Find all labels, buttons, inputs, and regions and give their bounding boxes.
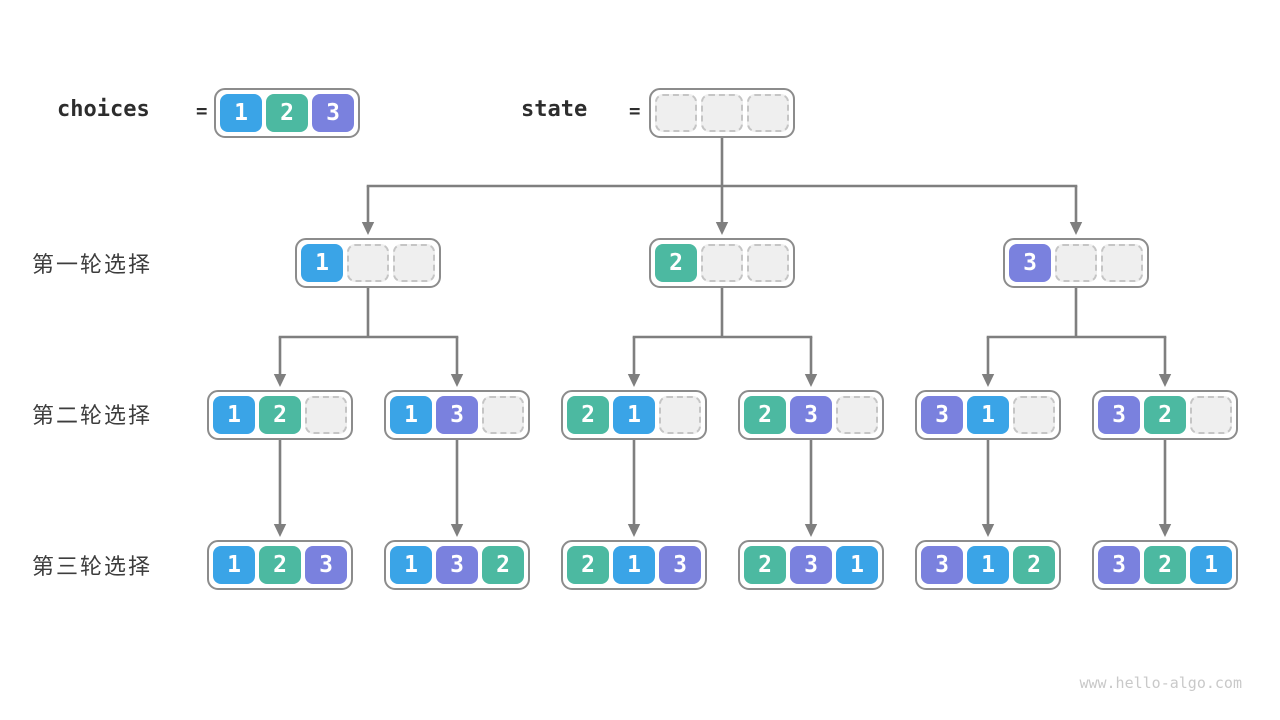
array-cell-1: 1 xyxy=(613,396,655,434)
state-array-round1-2: 3 xyxy=(1003,238,1149,288)
array-cell-3: 3 xyxy=(305,546,347,584)
state-array-root xyxy=(649,88,795,138)
array-cell-empty xyxy=(655,94,697,132)
array-cell-2: 2 xyxy=(655,244,697,282)
array-cell-3: 3 xyxy=(312,94,354,132)
arrowhead-icon xyxy=(627,524,641,537)
array-cell-2: 2 xyxy=(1013,546,1055,584)
array-cell-empty xyxy=(836,396,878,434)
arrowhead-icon xyxy=(273,524,287,537)
array-cell-3: 3 xyxy=(436,546,478,584)
array-cell-1: 1 xyxy=(390,546,432,584)
state-equals-sign: = xyxy=(629,100,641,122)
row-label-round-3: 第三轮选择 xyxy=(32,554,153,579)
array-cell-empty xyxy=(701,244,743,282)
arrowhead-icon xyxy=(361,222,375,235)
array-cell-empty xyxy=(1055,244,1097,282)
array-cell-2: 2 xyxy=(1144,396,1186,434)
array-cell-2: 2 xyxy=(259,546,301,584)
array-cell-2: 2 xyxy=(567,396,609,434)
array-cell-1: 1 xyxy=(836,546,878,584)
arrowhead-icon xyxy=(981,524,995,537)
array-cell-empty xyxy=(347,244,389,282)
array-cell-3: 3 xyxy=(659,546,701,584)
array-cell-empty xyxy=(482,396,524,434)
array-cell-3: 3 xyxy=(1098,546,1140,584)
array-cell-3: 3 xyxy=(790,396,832,434)
array-cell-3: 3 xyxy=(921,546,963,584)
choices-label: choices xyxy=(57,97,150,122)
array-cell-empty xyxy=(747,244,789,282)
state-array-round1-0: 1 xyxy=(295,238,441,288)
array-cell-empty xyxy=(1101,244,1143,282)
state-array-round1-1: 2 xyxy=(649,238,795,288)
array-cell-empty xyxy=(659,396,701,434)
array-cell-empty xyxy=(1190,396,1232,434)
array-cell-empty xyxy=(747,94,789,132)
arrowhead-icon xyxy=(715,222,729,235)
state-label: state xyxy=(521,97,588,122)
array-cell-empty xyxy=(1013,396,1055,434)
array-cell-3: 3 xyxy=(436,396,478,434)
array-cell-2: 2 xyxy=(744,396,786,434)
arrowhead-icon xyxy=(804,524,818,537)
array-cell-1: 1 xyxy=(967,396,1009,434)
array-cell-empty xyxy=(393,244,435,282)
array-cell-2: 2 xyxy=(744,546,786,584)
watermark: www.hello-algo.com xyxy=(1079,674,1242,692)
array-cell-empty xyxy=(305,396,347,434)
array-cell-empty xyxy=(701,94,743,132)
array-cell-1: 1 xyxy=(613,546,655,584)
array-cell-1: 1 xyxy=(213,396,255,434)
arrowhead-icon xyxy=(981,374,995,387)
arrowhead-icon xyxy=(273,374,287,387)
row-label-round-1: 第一轮选择 xyxy=(32,252,153,277)
arrowhead-icon xyxy=(804,374,818,387)
array-cell-2: 2 xyxy=(482,546,524,584)
array-cell-1: 1 xyxy=(390,396,432,434)
array-cell-2: 2 xyxy=(567,546,609,584)
array-cell-2: 2 xyxy=(259,396,301,434)
array-cell-1: 1 xyxy=(220,94,262,132)
array-cell-1: 1 xyxy=(1190,546,1232,584)
array-cell-3: 3 xyxy=(790,546,832,584)
choices-equals-sign: = xyxy=(196,100,208,122)
array-cell-3: 3 xyxy=(1009,244,1051,282)
arrowhead-icon xyxy=(1158,374,1172,387)
arrowhead-icon xyxy=(1158,524,1172,537)
arrowhead-icon xyxy=(450,374,464,387)
arrowhead-icon xyxy=(450,524,464,537)
array-cell-3: 3 xyxy=(921,396,963,434)
array-cell-2: 2 xyxy=(266,94,308,132)
array-cell-3: 3 xyxy=(1098,396,1140,434)
array-cell-1: 1 xyxy=(213,546,255,584)
arrowhead-icon xyxy=(1069,222,1083,235)
array-cell-2: 2 xyxy=(1144,546,1186,584)
array-cell-1: 1 xyxy=(301,244,343,282)
array-cell-1: 1 xyxy=(967,546,1009,584)
row-label-round-2: 第二轮选择 xyxy=(32,403,153,428)
arrowhead-icon xyxy=(627,374,641,387)
